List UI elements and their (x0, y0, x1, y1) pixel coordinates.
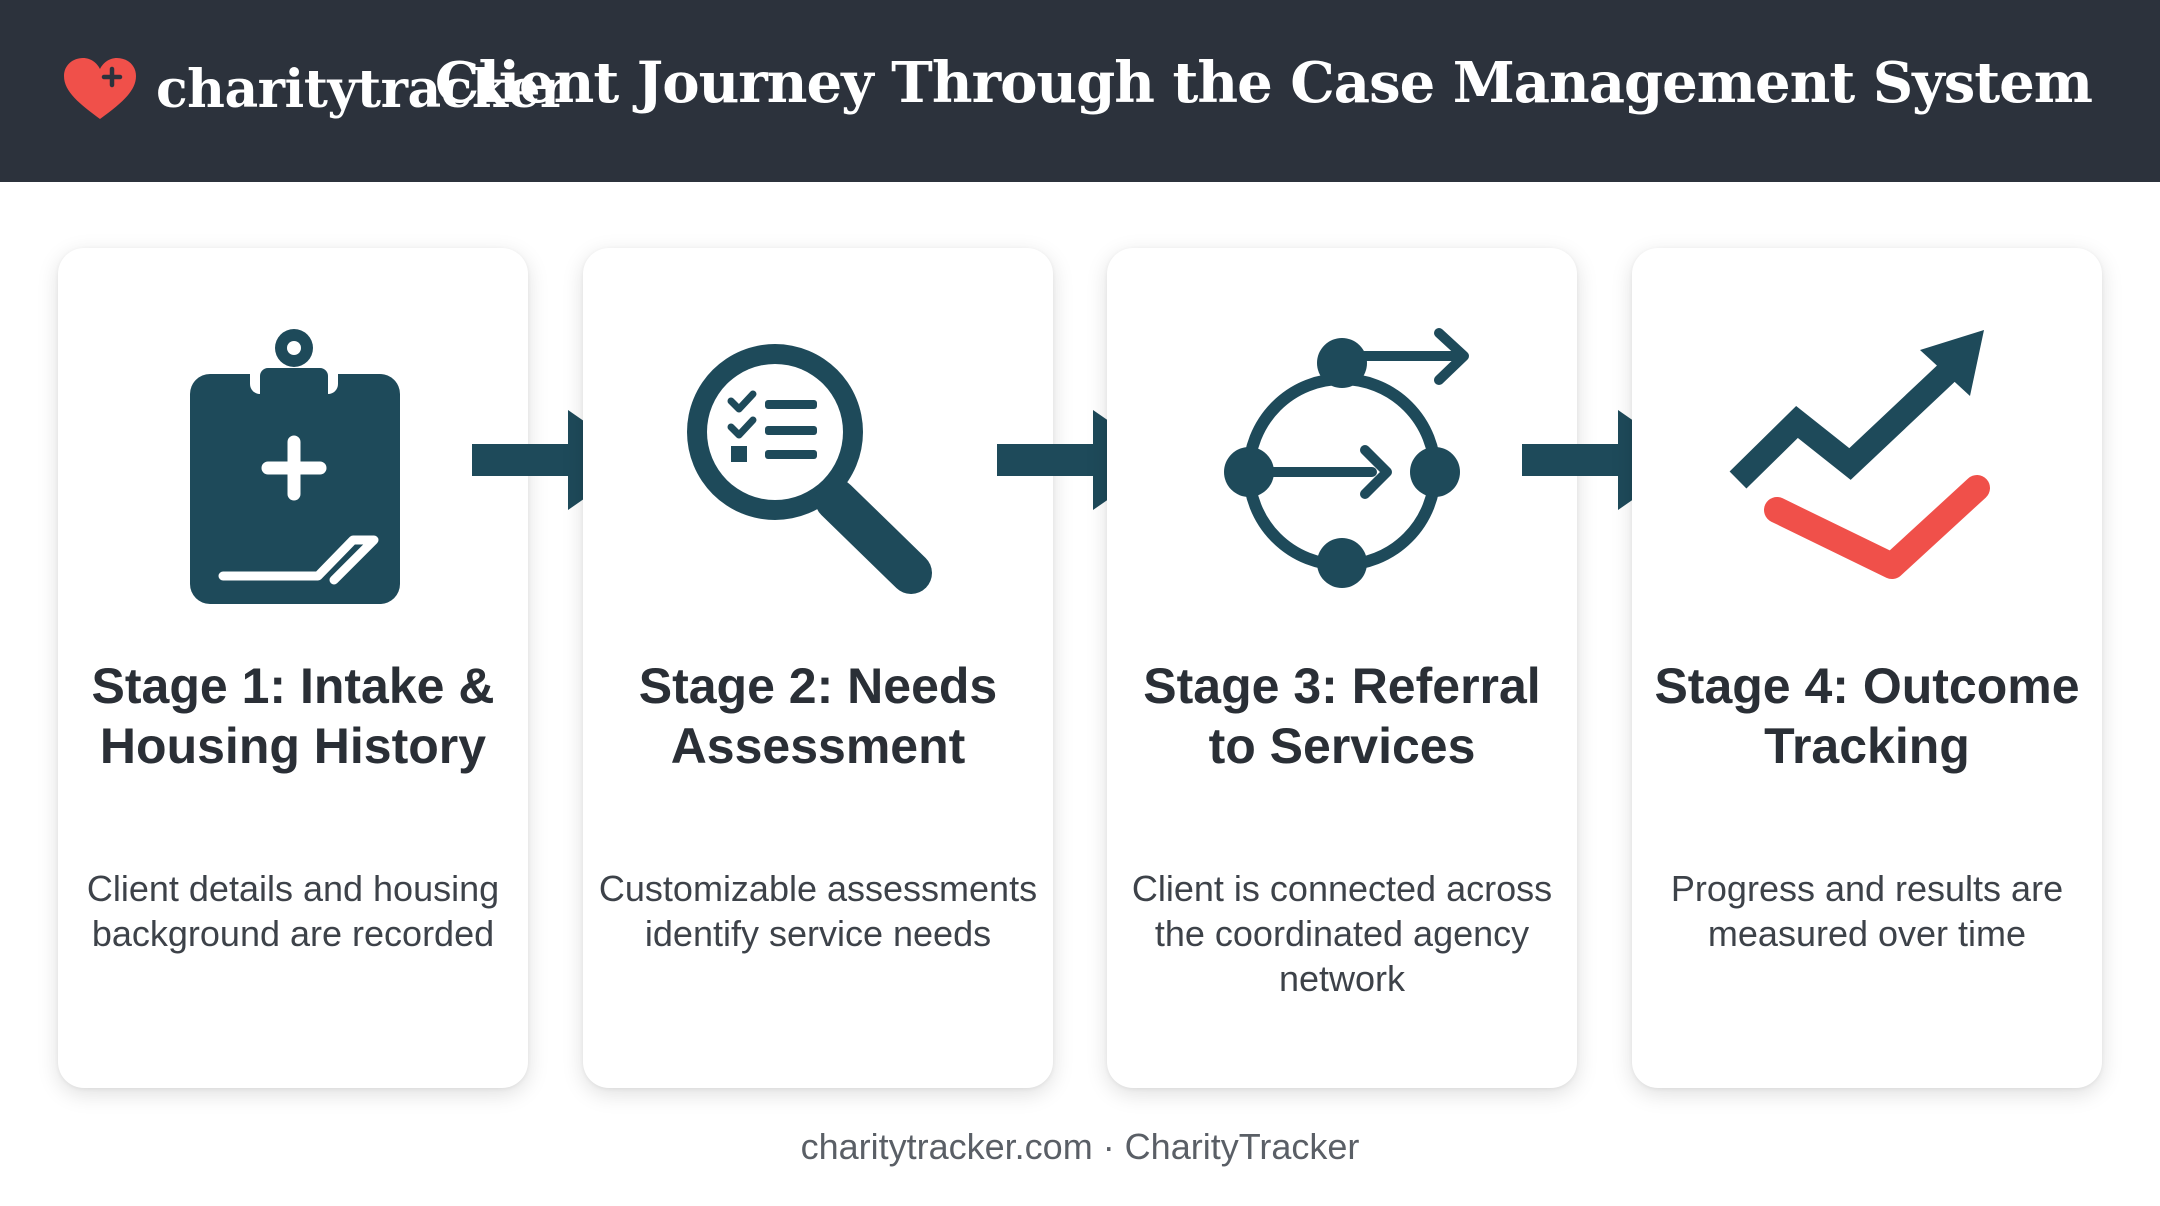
stage-card-4: Stage 4: Outcome Tracking Progress and r… (1632, 248, 2102, 1088)
page-title: Client Journey Through the Case Manageme… (434, 50, 2093, 116)
stage-title: Stage 3: Referral to Services (1143, 658, 1541, 774)
stage-description: Progress and results are measured over t… (1670, 868, 2064, 954)
stage-description: Client details and housing background ar… (86, 868, 500, 954)
brand-name: charitytracker (156, 58, 567, 120)
stage-card-3: Stage 3: Referral to Services Client is … (1107, 248, 1577, 1088)
stage-title: Stage 4: Outcome Tracking (1654, 658, 2080, 774)
heart-plus-icon (64, 58, 136, 119)
trend-check-icon (1722, 328, 2012, 618)
header-bar: charitytracker Client Journey Through th… (0, 0, 2160, 182)
network-referral-icon (1197, 328, 1487, 618)
magnifier-checklist-icon (673, 328, 963, 618)
clipboard-plus-icon (148, 328, 438, 618)
stage-description: Customizable assessments identify servic… (598, 868, 1038, 954)
stage-card-2: Stage 2: Needs Assessment Customizable a… (583, 248, 1053, 1088)
stage-description: Client is connected across the coordinat… (1131, 868, 1553, 999)
stage-title: Stage 2: Needs Assessment (638, 658, 998, 774)
stage-card-1: Stage 1: Intake & Housing History Client… (58, 248, 528, 1088)
stage-title: Stage 1: Intake & Housing History (91, 658, 495, 774)
footer-credit: charitytracker.com · CharityTracker (800, 1126, 1360, 1167)
brand-logo[interactable]: charitytracker (62, 56, 567, 122)
